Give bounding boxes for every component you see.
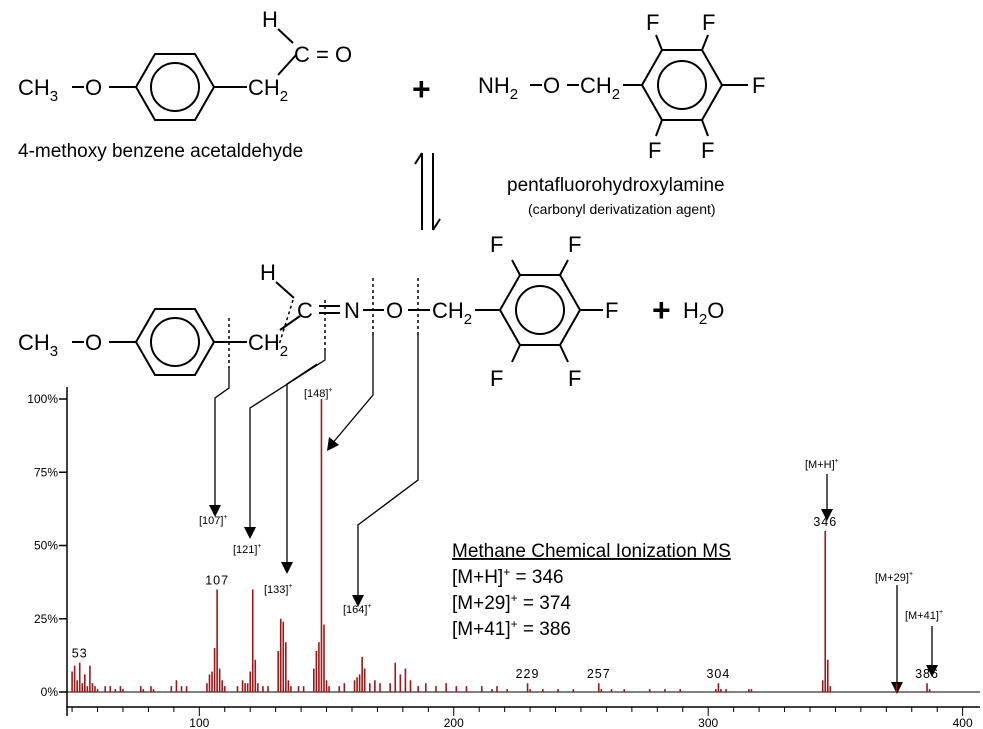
oxygen-atom: O — [85, 75, 102, 100]
ch3-group-product: CH3 — [18, 330, 58, 360]
reactant-2-name: pentafluorohydroxylamine — [507, 175, 725, 196]
fragment-label: [M+29]+ — [875, 571, 913, 584]
reactant-1-name: 4-methoxy benzene acetaldehyde — [18, 141, 303, 162]
nh2-group: NH2 — [478, 73, 518, 103]
y-tick-label: 50% — [34, 539, 58, 553]
oxygen-atom-linker: O — [386, 298, 403, 323]
peak-label: 53 — [72, 647, 88, 661]
fragment-label: [121]+ — [233, 543, 262, 556]
fluorine-atom: F — [568, 366, 581, 391]
y-tick-label: 100% — [27, 392, 58, 406]
fragment-labels: [107]+ [121]+ [133]+ [148]+ [164]+ [M+H]… — [199, 387, 943, 622]
plus-sign: + — [412, 71, 431, 107]
cleavage-marks — [228, 278, 419, 368]
fluorine-atom: F — [568, 232, 581, 257]
oxygen-atom-2: O — [543, 73, 560, 98]
fragment-label: [148]+ — [304, 387, 333, 400]
plus-sign-water: + — [652, 292, 671, 328]
ch3-group: CH3 — [18, 75, 58, 105]
x-tick-label: 100 — [189, 716, 209, 729]
peak-label: 304 — [706, 667, 730, 681]
aldehyde-h: H — [262, 7, 278, 32]
ch2-group-2: CH2 — [580, 73, 620, 103]
reactant-2-subtitle: (carbonyl derivatization agent) — [528, 201, 716, 217]
ch2-group-linker: CH2 — [432, 298, 472, 328]
fluorine-atom: F — [490, 366, 503, 391]
y-tick-label: 75% — [34, 465, 58, 479]
reactant-1: CH3 O CH2 H C = O 4-methoxy benzene acet… — [18, 7, 352, 162]
annotation-line: [M+H]+ = 346 — [452, 565, 564, 588]
fluorine-atom: F — [701, 138, 714, 163]
fluorine-atom: F — [702, 10, 715, 35]
pentafluorophenyl-ring-product — [498, 259, 603, 363]
x-tick-label: 400 — [953, 716, 973, 729]
benzene-ring-product — [134, 308, 216, 376]
nitrogen-atom: N — [344, 298, 360, 323]
ch2-group: CH2 — [248, 75, 288, 105]
fluorine-atom: F — [752, 73, 765, 98]
peak-label: 257 — [587, 667, 611, 681]
peak-label: 107 — [205, 573, 229, 587]
fragment-label: [133]+ — [264, 583, 293, 596]
ch2-group-product: CH2 — [248, 330, 288, 360]
fragment-label: [107]+ — [199, 514, 228, 527]
water: H2O — [683, 298, 724, 328]
fragment-label: [M+41]+ — [905, 609, 943, 622]
arrowheads — [209, 437, 938, 694]
fragment-label: [M+H]+ — [805, 458, 839, 471]
pentafluorophenyl-ring — [640, 34, 748, 137]
x-tick-label: 300 — [698, 716, 718, 729]
fluorine-atom: F — [648, 138, 661, 163]
fragment-arrows — [214, 335, 933, 685]
imine-carbon: C — [297, 298, 313, 323]
benzene-ring — [134, 53, 216, 121]
y-tick-label: 25% — [34, 612, 58, 626]
fragment-label: [164]+ — [343, 603, 372, 616]
fluorine-atom: F — [605, 298, 618, 323]
mass-spectrum: 0% 25% 50% 75% 100% 100 200 300 400 53 107 229 257 30… — [27, 387, 980, 729]
fluorine-atom: F — [646, 10, 659, 35]
annotation-title: Methane Chemical Ionization MS — [452, 541, 731, 562]
reactant-2: NH2 O CH2 F F F F F pentafluorohydroxyla… — [478, 10, 765, 217]
annotation-line: [M+41]+ = 386 — [452, 617, 571, 640]
peak-label: 346 — [813, 515, 837, 529]
ms-annotation: Methane Chemical Ionization MS [M+H]+ = … — [452, 541, 731, 640]
product: CH3 O CH2 H C N O CH2 F F F — [18, 232, 724, 391]
y-tick-label: 0% — [41, 685, 59, 699]
imine-h: H — [260, 260, 276, 285]
annotation-line: [M+29]+ = 374 — [452, 591, 571, 614]
peak-label: 386 — [915, 667, 939, 681]
oxygen-atom-product: O — [85, 330, 102, 355]
fluorine-atom: F — [490, 232, 503, 257]
carbonyl-group: C = O — [294, 42, 352, 67]
x-tick-label: 200 — [444, 716, 464, 729]
equilibrium-arrows — [414, 152, 441, 231]
peak-label: 229 — [516, 667, 540, 681]
